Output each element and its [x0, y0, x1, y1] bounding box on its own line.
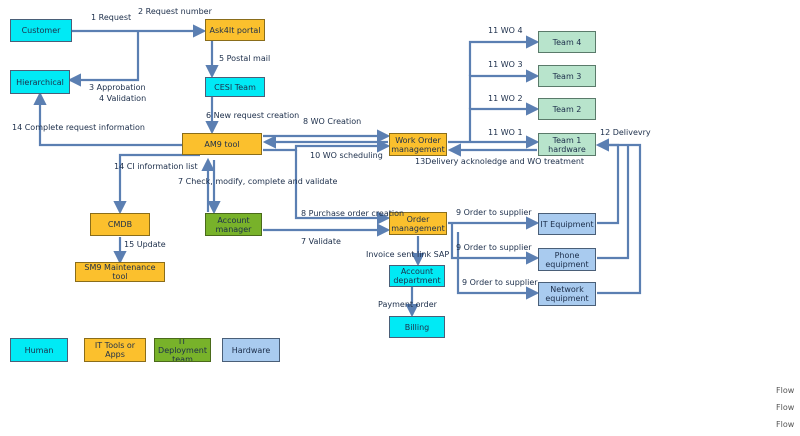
arrow-approbation	[67, 31, 140, 87]
label-approbation: 3 Approbation	[89, 83, 146, 92]
arrow-complete-info	[33, 91, 182, 147]
node-account-manager: Account manager	[205, 213, 262, 236]
arrow-order-network	[456, 232, 540, 300]
node-cesi-team: CESI Team	[205, 77, 265, 97]
label-ci-information-list: 14 CI information list	[114, 162, 198, 171]
arrow-wo-scheduling	[263, 139, 391, 153]
node-cmdb: CMDB	[90, 213, 150, 236]
label-wo-scheduling: 10 WO scheduling	[310, 151, 383, 160]
label-complete-request-information: 14 Complete request information	[12, 123, 145, 132]
label-wo3: 11 WO 3	[488, 60, 523, 69]
legend-it-tools: IT Tools or Apps	[84, 338, 146, 362]
label-update: 15 Update	[124, 240, 166, 249]
arrow-purchase-order	[294, 150, 391, 225]
node-ask4it-portal: Ask4It portal	[205, 19, 265, 41]
node-work-order-management: Work Order management	[389, 133, 447, 156]
node-it-equipment: IT Equipment	[538, 213, 596, 235]
label-order-supplier-network: 9 Order to supplier	[462, 278, 538, 287]
arrow-order-phone	[450, 223, 540, 265]
node-account-department: Account department	[389, 265, 445, 287]
arrow-delivery-phone	[597, 145, 630, 260]
label-delivery-acknowledge: 13Delivery acknoledge and WO treatment	[415, 157, 585, 166]
label-postal-mail: 5 Postal mail	[219, 54, 271, 63]
label-new-request-creation: 6 New request creation	[206, 111, 300, 120]
legend-hardware: Hardware	[222, 338, 280, 362]
node-network-equipment: Network equipment	[538, 282, 596, 306]
arrow-delivery-network	[597, 143, 642, 295]
label-order-supplier-phone: 9 Order to supplier	[456, 243, 532, 252]
label-wo1: 11 WO 1	[488, 128, 523, 137]
node-team-2: Team 2	[538, 98, 596, 120]
node-team-3: Team 3	[538, 65, 596, 87]
node-team-1-hardware: Team 1 hardware	[538, 133, 596, 156]
node-am9-tool: AM9 tool	[182, 133, 262, 155]
node-hierarchical: Hierarchical	[10, 70, 70, 94]
arrow-wo3	[468, 69, 540, 109]
node-order-management: Order management	[389, 212, 447, 235]
label-purchase-order-creation: 8 Purchase order creation	[301, 209, 405, 218]
flow-label-3: Flow	[776, 420, 795, 429]
label-validate: 7 Validate	[301, 237, 341, 246]
legend-human: Human	[10, 338, 68, 362]
arrow-delivery-it	[595, 138, 620, 225]
arrow-wo4	[468, 35, 540, 76]
label-check-modify: 7 Check, modify, complete and validate	[178, 177, 338, 186]
arrow-wo2	[468, 102, 540, 142]
label-request: 1 Request	[91, 13, 132, 22]
legend-deployment-team: IT Deployment team	[154, 338, 211, 362]
node-sm9-maintenance-tool: SM9 Maintenance tool	[75, 262, 165, 282]
label-order-supplier-it: 9 Order to supplier	[456, 208, 532, 217]
node-team-4: Team 4	[538, 31, 596, 53]
label-validation: 4 Validation	[99, 94, 147, 103]
label-wo4: 11 WO 4	[488, 26, 523, 35]
node-phone-equipment: Phone equipment	[538, 248, 596, 271]
node-billing: Billing	[389, 316, 445, 338]
label-delivery: 12 Delivevry	[600, 128, 651, 137]
label-request-number: 2 Request number	[138, 7, 212, 16]
flow-label-2: Flow	[776, 403, 795, 412]
label-invoice-sent: Invoice sent link SAP	[366, 250, 450, 259]
node-customer: Customer	[10, 19, 72, 42]
label-wo2: 11 WO 2	[488, 94, 523, 103]
label-wo-creation: 8 WO Creation	[303, 117, 362, 126]
flow-label-1: Flow	[776, 386, 795, 395]
label-payment-order: Payment order	[378, 300, 437, 309]
arrow-ci-list	[113, 153, 200, 215]
